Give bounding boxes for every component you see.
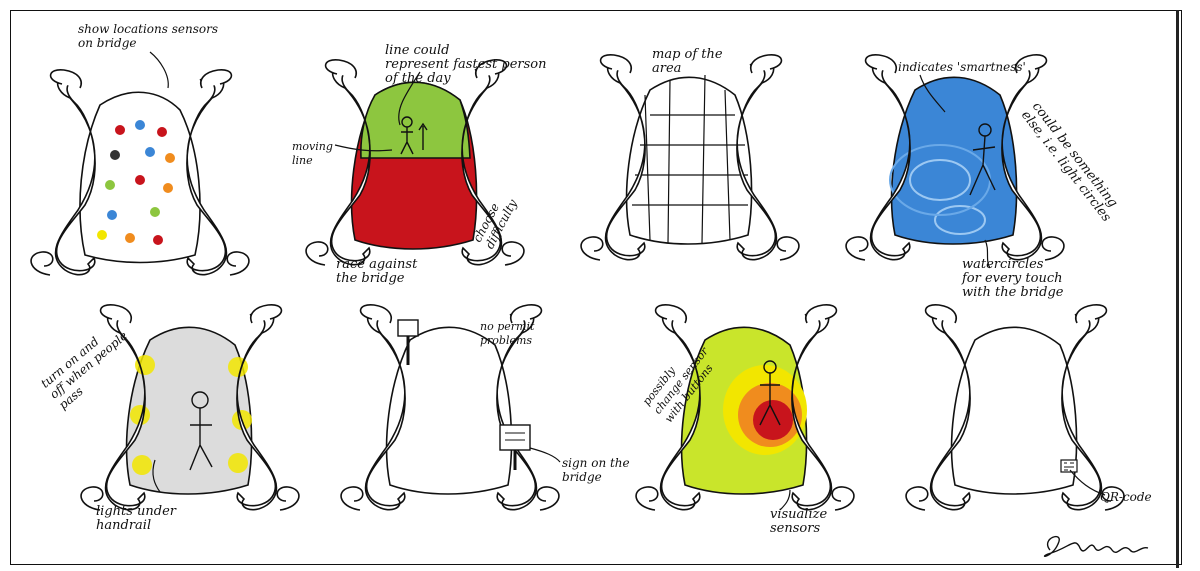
panel-sign bbox=[340, 303, 560, 511]
note-race: race against the bridge bbox=[336, 257, 418, 286]
frame-edge bbox=[1176, 10, 1179, 568]
panel-map bbox=[580, 53, 800, 261]
note-sign: sign on the bridge bbox=[562, 456, 630, 484]
note-qr: QR-code bbox=[1100, 490, 1152, 504]
panel-lights bbox=[80, 303, 300, 511]
panel-qr bbox=[905, 303, 1125, 511]
panel-heat bbox=[635, 303, 855, 511]
panel-water bbox=[845, 53, 1065, 261]
note-moving-line: moving line bbox=[292, 140, 333, 167]
panel-sensors bbox=[30, 51, 250, 276]
note-map: map of the area bbox=[652, 47, 723, 76]
note-lights: lights under handrail bbox=[96, 504, 177, 533]
panel-race bbox=[305, 58, 525, 266]
note-smartness: indicates 'smartness' bbox=[898, 60, 1026, 74]
note-watercircles: watercircles for every touch with the br… bbox=[962, 257, 1064, 300]
note-sensors: show locations sensors on bridge bbox=[78, 22, 218, 50]
signature-mark bbox=[1043, 535, 1149, 557]
sketch-frame bbox=[10, 10, 1182, 565]
note-no-permit: no permit problems bbox=[480, 320, 535, 347]
note-fastest: line could represent fastest person of t… bbox=[385, 43, 547, 86]
note-visualize: visualize sensors bbox=[770, 507, 828, 536]
